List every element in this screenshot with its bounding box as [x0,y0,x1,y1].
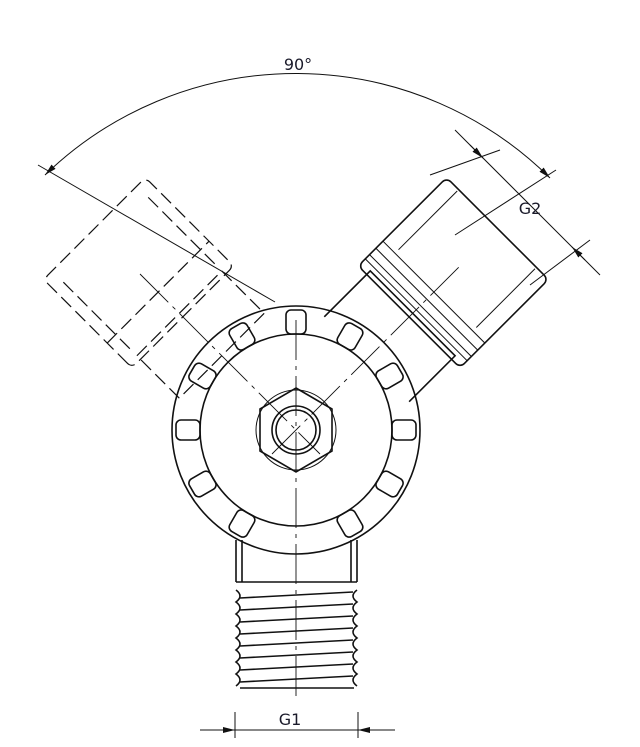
grip-lug [228,509,256,538]
grip-lug [228,322,256,351]
angle-dimension: 90° [37,55,557,303]
outlet-label: G2 [519,199,542,218]
thread-line [239,675,354,683]
thread-line [239,663,354,671]
grip-lug [188,362,217,390]
grip-lug [175,419,201,441]
grip-lug [188,470,217,498]
inlet-label: G1 [279,710,302,729]
thread-line [239,591,354,599]
grip-lug [336,509,364,538]
outlet-dimension: G2 [429,129,601,286]
grip-lug [391,419,417,441]
thread-line [239,651,354,659]
thread-line [239,603,354,611]
inlet-dimension: G1 [200,710,395,738]
inlet-thread [234,540,359,689]
grip-lug [336,322,364,351]
thread-line [239,639,354,647]
grip-lug [375,362,404,390]
thread-line [239,627,354,635]
grip-lug [375,470,404,498]
angle-label: 90° [284,55,312,74]
thread-line [239,615,354,623]
